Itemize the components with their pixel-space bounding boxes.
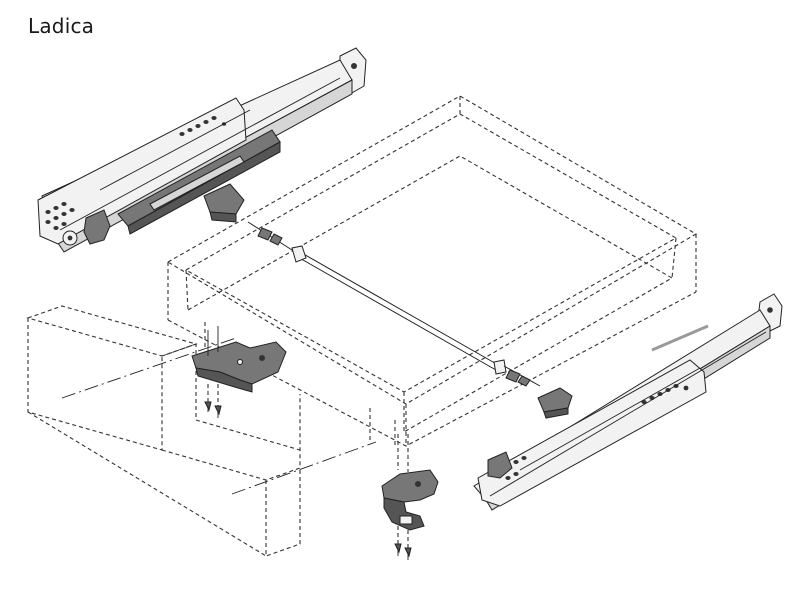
right-drawer-runner bbox=[473, 293, 783, 511]
left-screws bbox=[204, 401, 222, 418]
synchronization-rod bbox=[247, 221, 541, 387]
drawer-box-outline bbox=[166, 95, 698, 447]
diagram-title: Ladica bbox=[28, 14, 95, 38]
left-front-locking-device bbox=[191, 326, 287, 406]
right-front-locking-device bbox=[381, 434, 439, 548]
right-screws bbox=[394, 543, 412, 560]
alignment-centerlines bbox=[61, 337, 377, 495]
left-drawer-runner bbox=[37, 47, 367, 253]
drawer-front-panel-outline bbox=[26, 305, 301, 557]
